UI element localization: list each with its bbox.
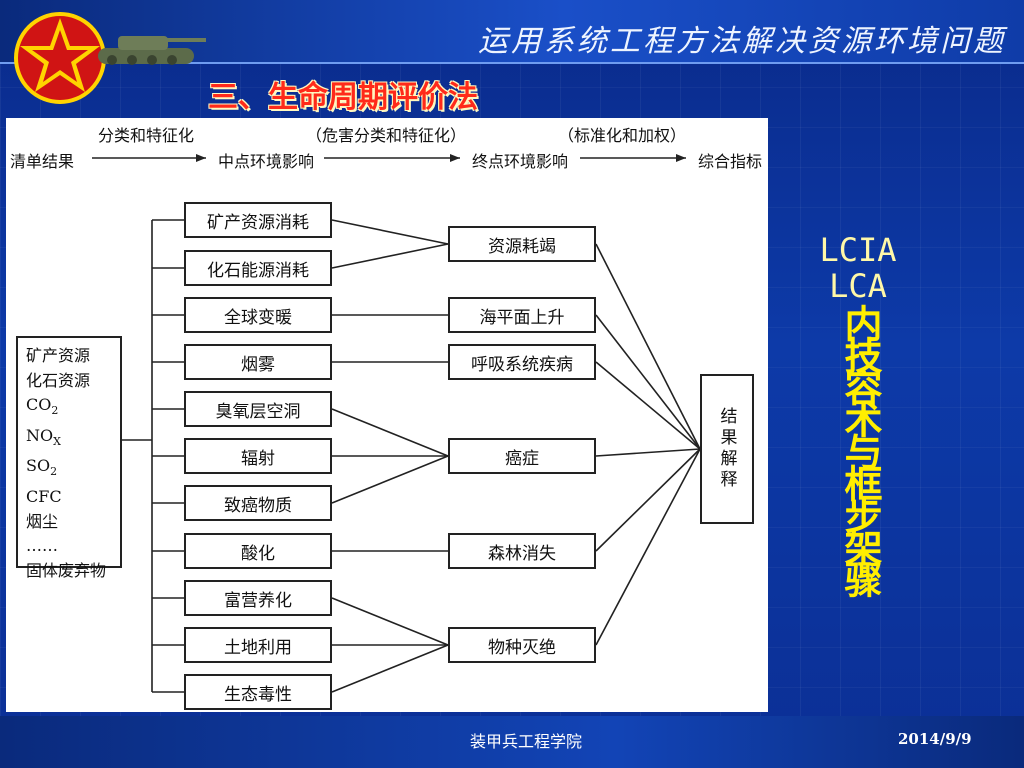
input-item: …… <box>26 536 58 556</box>
input-item: 烟尘 <box>26 511 59 531</box>
result-link <box>595 448 701 457</box>
lca-diagram: 清单结果 中点环境影响 终点环境影响 综合指标 分类和特征化 （危害分类和特征化… <box>6 118 768 712</box>
midpoint-box: 致癌物质 <box>184 485 332 521</box>
side-vertical-text: 内技容术与框步架骤 <box>838 304 882 592</box>
arrow-head <box>676 154 686 162</box>
transition-label-normalization: （标准化和加权） <box>558 126 687 145</box>
result-interpretation-box: 结果解释 <box>700 374 754 524</box>
transition-label-damage: （危害分类和特征化） <box>306 126 467 145</box>
impact-link <box>331 455 449 504</box>
endpoint-box: 海平面上升 <box>448 297 596 333</box>
result-link <box>595 314 701 450</box>
section-title: 三、生命周期评价法 <box>208 80 478 115</box>
input-item: 矿产资源 <box>26 346 91 365</box>
midpoint-box: 酸化 <box>184 533 332 569</box>
midpoint-box: 辐射 <box>184 438 332 474</box>
impact-link <box>331 644 449 693</box>
midpoint-box: 生态毒性 <box>184 674 332 710</box>
arrow-head <box>450 154 460 162</box>
midpoint-box: 富营养化 <box>184 580 332 616</box>
endpoint-box: 物种灭绝 <box>448 627 596 663</box>
result-link <box>595 243 701 450</box>
result-link <box>595 448 701 552</box>
tank-icon <box>98 36 206 65</box>
impact-link <box>331 243 449 269</box>
midpoint-box: 矿产资源消耗 <box>184 202 332 238</box>
midpoint-box: 化石能源消耗 <box>184 250 332 286</box>
result-link <box>595 361 701 450</box>
endpoint-box: 癌症 <box>448 438 596 474</box>
footer-date: 2014/9/9 <box>898 730 972 748</box>
arrow-head <box>196 154 206 162</box>
stage-label-midpoint: 中点环境影响 <box>218 152 315 171</box>
input-item: 固体废弃物 <box>26 560 107 580</box>
impact-link <box>331 408 449 457</box>
inventory-inputs-box: 矿产资源 化石资源 CO2 NOX SO2 CFC 烟尘 …… 固体废弃物 <box>16 336 122 580</box>
side-acronym-lcia: LCIA <box>819 231 897 269</box>
header-title: 运用系统工程方法解决资源环境问题 <box>478 24 1006 59</box>
transition-label-classification: 分类和特征化 <box>98 126 195 145</box>
footer-band <box>0 716 1024 768</box>
input-item: CO2 <box>26 395 59 418</box>
endpoint-box: 呼吸系统疾病 <box>448 344 596 380</box>
endpoint-box: 森林消失 <box>448 533 596 569</box>
footer-college: 装甲兵工程学院 <box>470 732 583 751</box>
stage-label-index: 综合指标 <box>698 152 763 171</box>
side-acronym-lca: LCA <box>829 267 887 305</box>
midpoint-box: 烟雾 <box>184 344 332 380</box>
diagram-lines <box>92 154 701 693</box>
input-item: NOX <box>26 425 61 448</box>
stage-label-inventory: 清单结果 <box>10 152 75 171</box>
input-item: SO2 <box>26 456 58 479</box>
impact-link <box>331 597 449 646</box>
result-link <box>595 448 701 646</box>
input-item: 化石资源 <box>26 370 91 390</box>
midpoint-box: 全球变暖 <box>184 297 332 333</box>
endpoint-box: 资源耗竭 <box>448 226 596 262</box>
midpoint-box: 土地利用 <box>184 627 332 663</box>
input-item: CFC <box>26 487 62 507</box>
midpoint-box: 臭氧层空洞 <box>184 391 332 427</box>
side-acronyms: LCIA LCA <box>808 232 908 304</box>
impact-link <box>331 219 449 245</box>
stage-label-endpoint: 终点环境影响 <box>472 152 569 171</box>
